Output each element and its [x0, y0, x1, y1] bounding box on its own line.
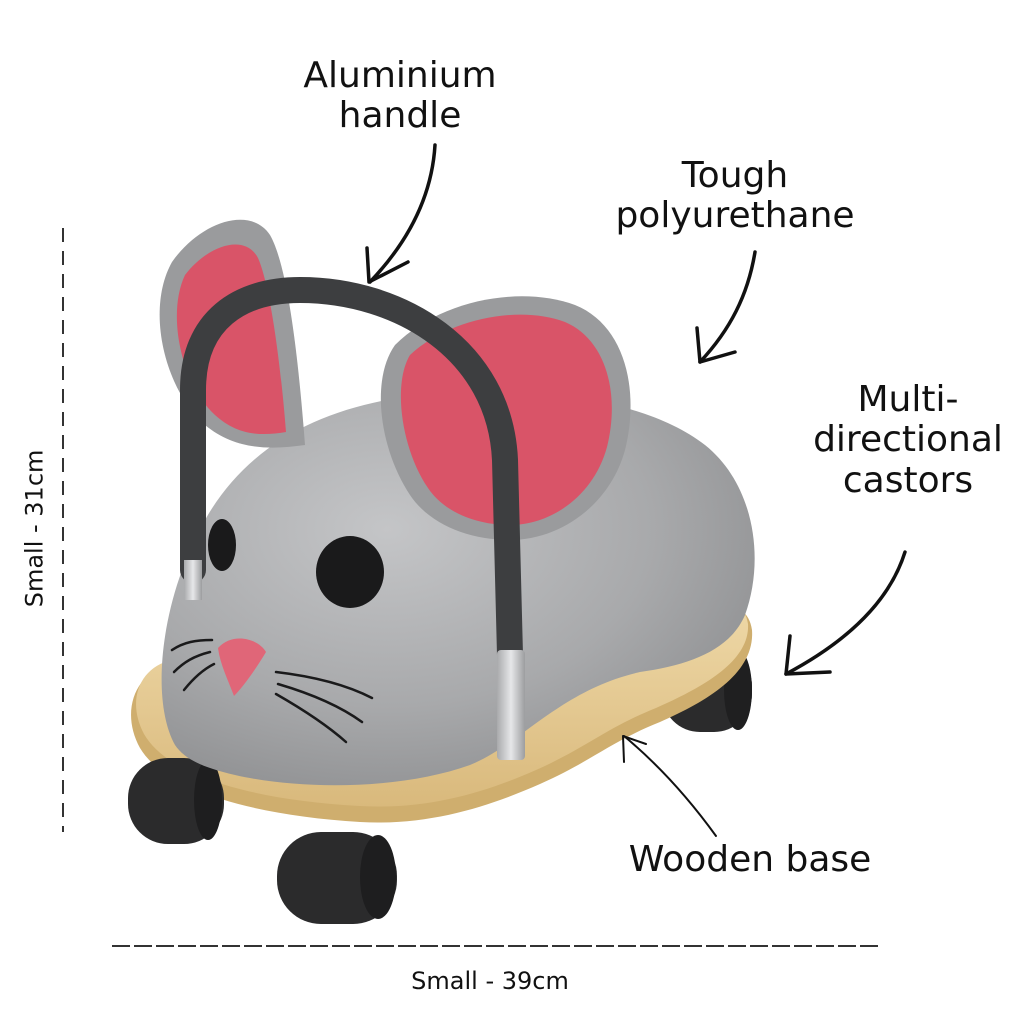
aluminium-handle [180, 276, 525, 760]
label-castors-line-2: directional [813, 419, 1003, 461]
label-tough-polyurethane: Tough polyurethane [585, 155, 885, 237]
arrow-polyurethane [695, 250, 757, 364]
label-castors-line-1: Multi- [857, 379, 959, 420]
label-height-dimension: Small - 31cm [20, 449, 49, 608]
label-width-dimension: Small - 39cm [411, 967, 569, 995]
label-handle-line-2: handle [338, 95, 462, 137]
label-wooden-base: Wooden base [628, 839, 872, 880]
label-castors-line-3: castors [842, 459, 974, 501]
label-handle-line-1: Aluminium [303, 55, 497, 96]
arrow-castors [784, 550, 907, 676]
arrow-wooden-base [622, 735, 717, 837]
mouse-face [170, 519, 384, 744]
label-poly-line-2: polyurethane [615, 195, 855, 237]
mouse-body [161, 391, 755, 786]
label-multi-directional-castors: Multi- directional castors [795, 379, 1021, 501]
label-poly-line-1: Tough [681, 155, 789, 196]
front-wheel-left [128, 758, 224, 844]
arrow-handle [365, 143, 437, 284]
front-wheel-center [277, 832, 397, 924]
label-aluminium-handle: Aluminium handle [260, 55, 540, 137]
